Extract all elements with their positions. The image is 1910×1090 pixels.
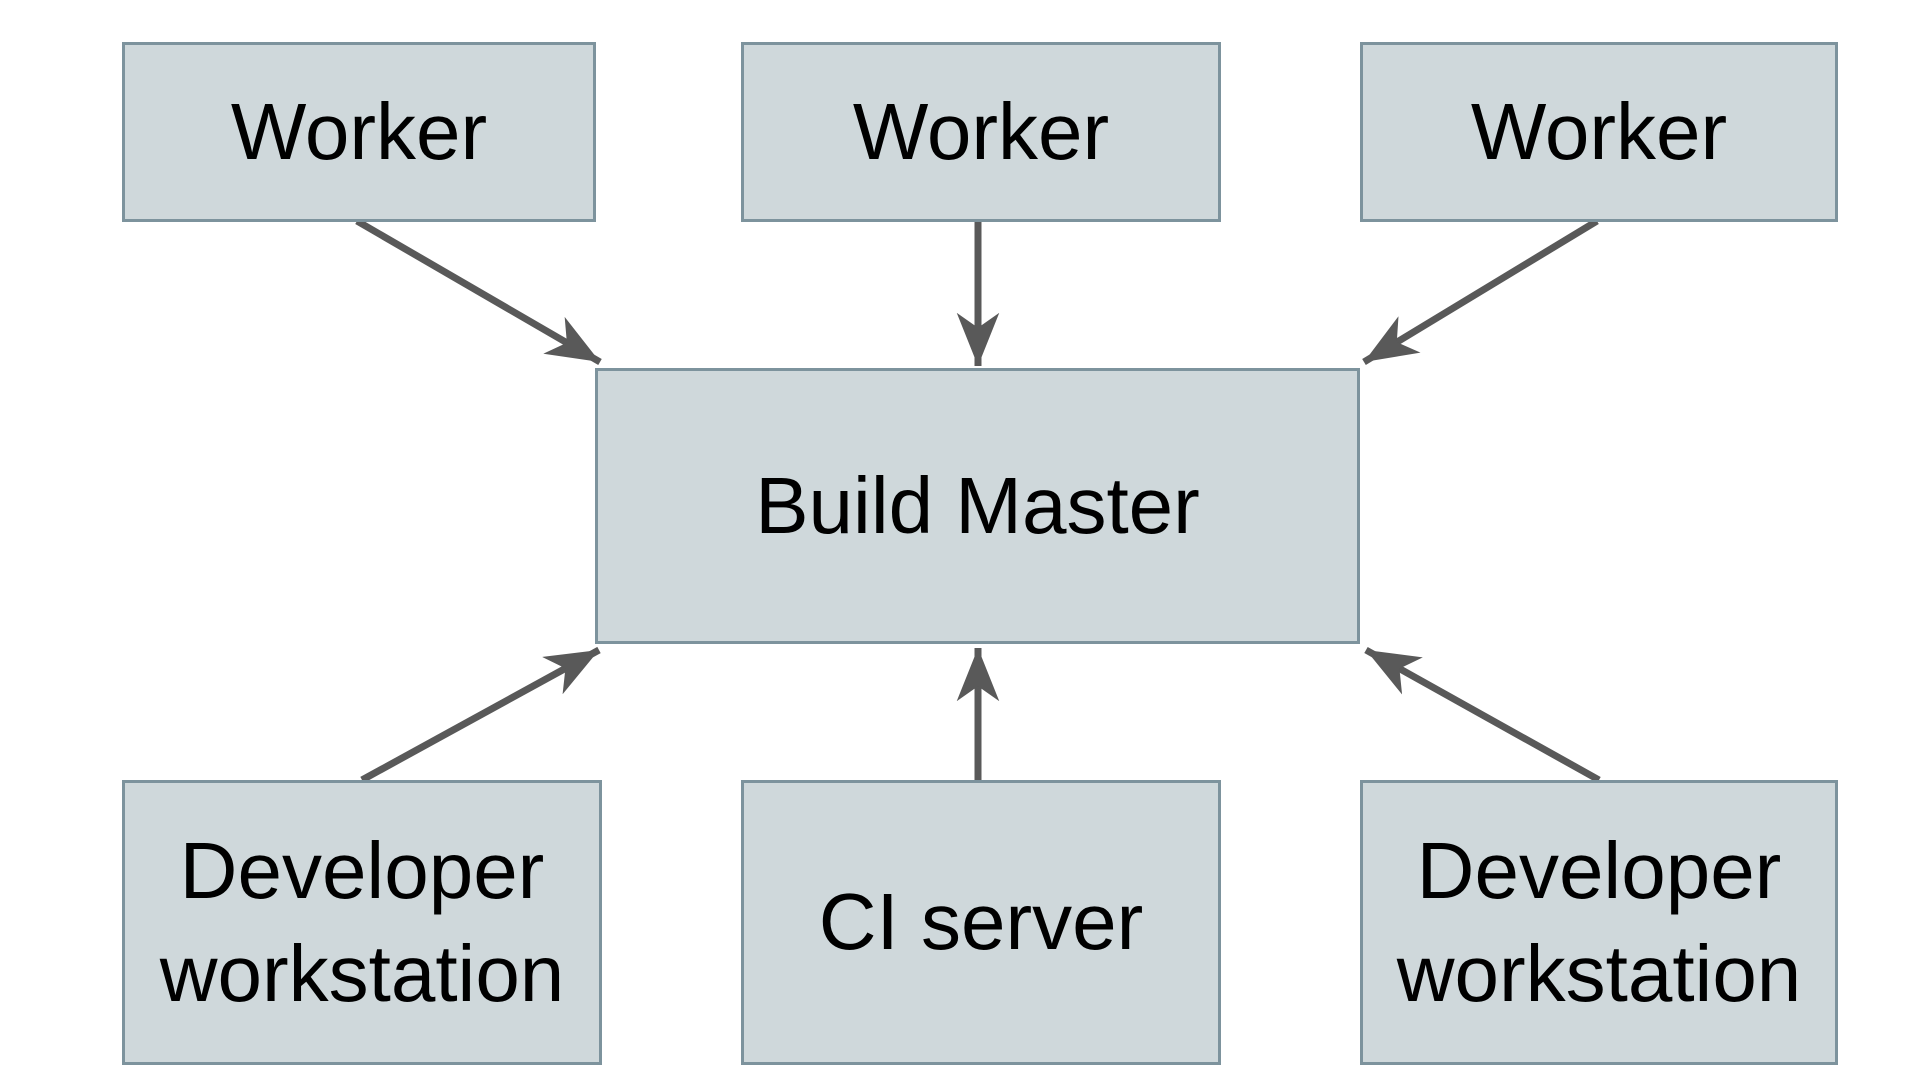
arrow-dev-right-to-build-master [1364,646,1601,784]
node-worker-top-right: Worker [1360,42,1838,222]
node-ci-server: CI server [741,780,1221,1065]
node-developer-workstation-right: Developer workstation [1360,780,1838,1065]
node-developer-workstation-right-label: Developer workstation [1396,826,1802,1018]
arrow-worker-right-to-build-master [1362,218,1599,365]
node-build-master-label: Build Master [755,460,1200,550]
node-build-master: Build Master [595,368,1360,644]
arrow-worker-left-to-build-master [355,217,602,366]
node-worker-top-left-label: Worker [230,86,488,176]
node-developer-workstation-left-label: Developer workstation [159,826,565,1018]
node-worker-top-center: Worker [741,42,1221,222]
node-ci-server-label: CI server [818,877,1144,967]
arrow-dev-left-to-build-master [360,646,601,784]
node-worker-top-right-label: Worker [1470,86,1728,176]
node-worker-top-left: Worker [122,42,596,222]
node-developer-workstation-left: Developer workstation [122,780,602,1065]
node-worker-top-center-label: Worker [852,86,1110,176]
